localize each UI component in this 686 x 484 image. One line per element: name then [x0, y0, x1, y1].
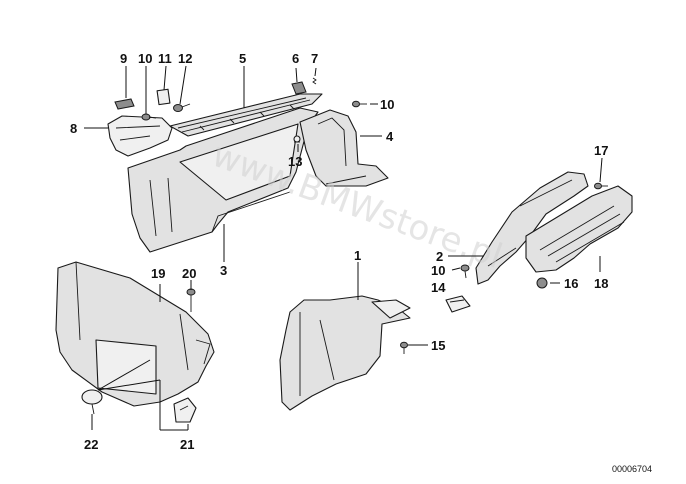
- callout-6: 6: [292, 51, 299, 66]
- part-7-spring-clip: [312, 77, 317, 85]
- part-11-nut: [156, 88, 171, 106]
- part-10-screw-mid: [352, 100, 367, 108]
- part-1-console-panel: [279, 295, 411, 411]
- callout-10-top: 10: [138, 51, 152, 66]
- callout-19: 19: [151, 266, 165, 281]
- part-17-screw: [594, 182, 608, 190]
- callout-14: 14: [431, 280, 446, 295]
- callout-10-mid: 10: [380, 97, 394, 112]
- callout-21: 21: [180, 437, 194, 452]
- callout-9: 9: [120, 51, 127, 66]
- part-5-trim-strip: [169, 93, 323, 137]
- part-10-screw-right: [460, 264, 470, 279]
- part-3-left-trim-panel: [127, 107, 319, 253]
- part-6-clip: [291, 81, 307, 95]
- part-18-right-panel: [525, 185, 633, 273]
- callout-22: 22: [84, 437, 98, 452]
- part-13-clip: [293, 135, 301, 143]
- leader-lines: [84, 65, 603, 431]
- part-20-screw: [186, 288, 196, 312]
- callout-2: 2: [436, 249, 443, 264]
- callout-17: 17: [594, 143, 608, 158]
- part-15-screw: [400, 341, 408, 354]
- part-9-clip: [114, 98, 135, 110]
- part-4-side-panel: [299, 109, 389, 187]
- part-2-right-trim: [475, 171, 589, 285]
- callout-5: 5: [239, 51, 246, 66]
- part-16-nut: [536, 277, 548, 289]
- callout-20: 20: [182, 266, 196, 281]
- part-22-push-clip: [81, 389, 103, 415]
- part-12-screw: [173, 103, 191, 112]
- callout-18: 18: [594, 276, 608, 291]
- callout-11: 11: [158, 51, 172, 66]
- part-14-bracket: [445, 295, 471, 313]
- part-21-clip: [173, 397, 197, 423]
- callout-12: 12: [178, 51, 192, 66]
- callout-10-right: 10: [431, 263, 445, 278]
- callout-4: 4: [386, 129, 394, 144]
- part-19-lower-panel: [55, 261, 215, 407]
- callout-15: 15: [431, 338, 445, 353]
- callout-1: 1: [354, 248, 361, 263]
- part-8-corner-cover: [107, 115, 173, 157]
- callout-3: 3: [220, 263, 227, 278]
- document-number: 00006704: [612, 464, 652, 474]
- callout-labels: 9 10 11 12 5 6 7 8 10 4 13 17 3 2 10 14 …: [70, 51, 608, 452]
- callout-16: 16: [564, 276, 578, 291]
- callout-8: 8: [70, 121, 77, 136]
- callout-7: 7: [311, 51, 318, 66]
- callout-13: 13: [288, 154, 302, 169]
